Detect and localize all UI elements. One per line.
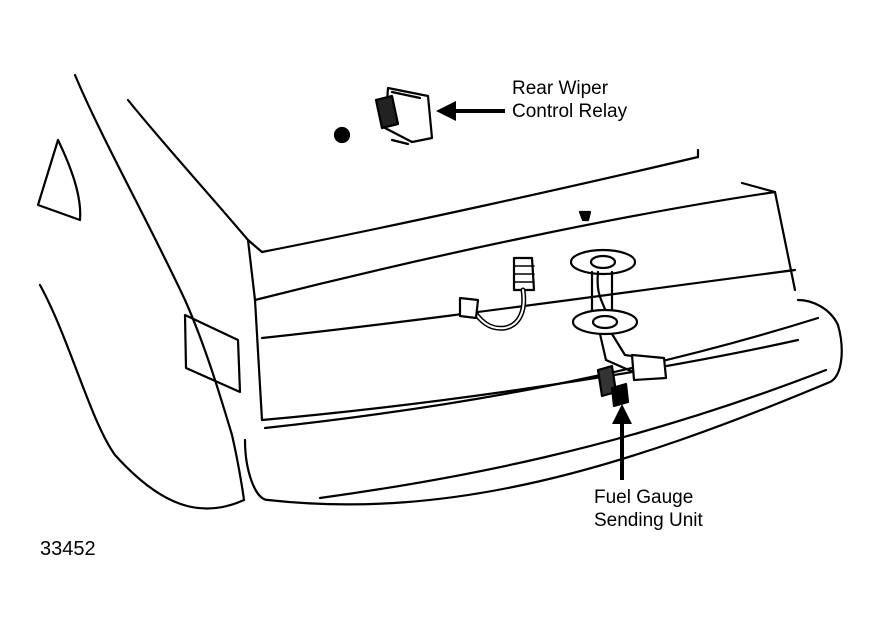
grommet-hole xyxy=(333,126,351,144)
relay-detail xyxy=(390,90,422,146)
bumper-outline xyxy=(243,298,843,506)
harness-plug xyxy=(458,296,480,320)
sender-flange-top xyxy=(569,248,637,276)
roof-edge-line xyxy=(126,98,250,242)
sender-tube xyxy=(590,270,614,314)
relay-label-line2: Control Relay xyxy=(512,101,628,122)
relay-callout-label: Rear Wiper Control Relay xyxy=(512,77,627,123)
sender-pickup-end xyxy=(610,382,630,408)
tailgate-left-side xyxy=(246,238,264,422)
side-window-outline xyxy=(36,138,82,222)
sender-flange-bottom-inner xyxy=(591,314,619,330)
liftgate-lower-edge xyxy=(253,190,777,302)
sender-flange-top-inner xyxy=(589,254,617,270)
relay-connector xyxy=(374,94,400,130)
figure-number: 33452 xyxy=(40,538,96,560)
side-marker-lamp xyxy=(183,313,242,394)
relay-leader xyxy=(436,101,505,121)
bumper-inner-line xyxy=(263,316,820,430)
license-panel-bottom xyxy=(260,338,800,422)
body-side-outline xyxy=(73,73,246,502)
harness-wire-inner xyxy=(469,289,525,330)
liftgate-top-edge xyxy=(246,155,700,254)
relay-label-line1: Rear Wiper xyxy=(512,78,609,99)
liftgate-screw xyxy=(578,210,592,222)
sender-flange-bottom xyxy=(571,308,639,336)
bumper-lower-line xyxy=(318,368,828,500)
fuel-label-line1: Fuel Gauge xyxy=(594,487,694,508)
sender-float xyxy=(630,353,668,382)
fuel-callout-label: Fuel Gauge Sending Unit xyxy=(594,486,703,532)
fuel-label-line2: Sending Unit xyxy=(594,510,703,531)
license-panel-top xyxy=(260,268,797,340)
fuel-leader xyxy=(612,404,632,480)
harness-connector-ribs xyxy=(513,265,535,283)
lower-body-curve xyxy=(38,283,246,510)
tailgate-right-side xyxy=(740,181,797,292)
